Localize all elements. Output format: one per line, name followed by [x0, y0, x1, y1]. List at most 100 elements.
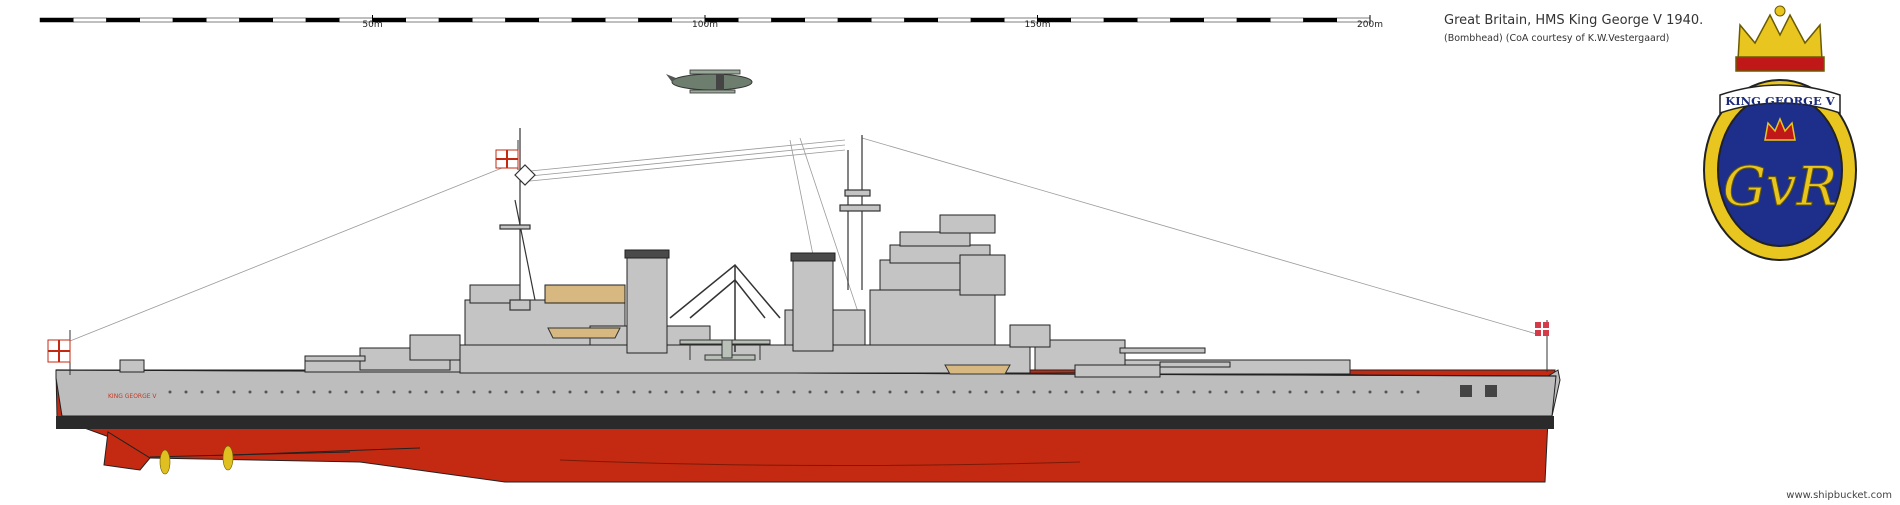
portholes [168, 390, 1420, 394]
hull-upper [55, 369, 1557, 417]
drawing-subtitle: (Bombhead) (CoA courtesy of K.W.Vesterga… [1444, 33, 1670, 44]
porthole [1112, 390, 1116, 394]
main-turrets [304, 334, 1231, 378]
porthole [1176, 390, 1180, 394]
porthole [536, 390, 540, 394]
porthole [760, 390, 764, 394]
porthole [1288, 390, 1292, 394]
porthole [776, 390, 780, 394]
boot-topping [56, 416, 1554, 429]
porthole [936, 390, 940, 394]
porthole [872, 390, 876, 394]
porthole [184, 390, 188, 394]
porthole [440, 390, 444, 394]
porthole [216, 390, 220, 394]
porthole [1304, 390, 1308, 394]
walrus-aircraft [666, 69, 753, 94]
porthole [696, 390, 700, 394]
hull-name: KING GEORGE V [108, 393, 157, 400]
porthole [792, 390, 796, 394]
porthole [808, 390, 812, 394]
porthole [744, 390, 748, 394]
porthole [1224, 390, 1228, 394]
porthole [728, 390, 732, 394]
porthole [904, 390, 908, 394]
badge-crown-icon [1764, 117, 1796, 141]
porthole [584, 390, 588, 394]
porthole [232, 390, 236, 394]
porthole [840, 390, 844, 394]
porthole [1352, 390, 1356, 394]
aircraft-crane [669, 263, 781, 352]
porthole [1080, 390, 1084, 394]
porthole [296, 390, 300, 394]
ship-badge: KING GEORGE V GvR [1703, 5, 1857, 261]
porthole [200, 390, 204, 394]
scale-bar [39, 15, 1371, 24]
porthole [312, 390, 316, 394]
porthole [1000, 390, 1004, 394]
secondary-guns [119, 324, 1051, 373]
porthole [1336, 390, 1340, 394]
porthole [1096, 390, 1100, 394]
porthole [1400, 390, 1404, 394]
porthole [1192, 390, 1196, 394]
porthole [1128, 390, 1132, 394]
porthole [968, 390, 972, 394]
porthole [488, 390, 492, 394]
porthole [392, 390, 396, 394]
porthole [1240, 390, 1244, 394]
porthole [648, 390, 652, 394]
walrus-on-catapult [679, 339, 771, 361]
porthole [552, 390, 556, 394]
porthole [568, 390, 572, 394]
porthole [856, 390, 860, 394]
porthole [376, 390, 380, 394]
porthole [1368, 390, 1372, 394]
scale-label: 150m [1024, 20, 1051, 30]
porthole [1320, 390, 1324, 394]
porthole [664, 390, 668, 394]
crown-icon [1735, 5, 1825, 72]
propeller-shafts [103, 431, 1081, 471]
porthole [504, 390, 508, 394]
porthole [1208, 390, 1212, 394]
porthole [264, 390, 268, 394]
porthole [888, 390, 892, 394]
porthole [1416, 390, 1420, 394]
ensign-flags [47, 140, 1549, 375]
porthole [520, 390, 524, 394]
porthole [600, 390, 604, 394]
propeller-icon [159, 445, 234, 475]
porthole [824, 390, 828, 394]
porthole [456, 390, 460, 394]
porthole [1272, 390, 1276, 394]
ships-boats [547, 327, 1011, 375]
porthole [360, 390, 364, 394]
porthole [920, 390, 924, 394]
porthole [280, 390, 284, 394]
scale-label: 50m [362, 20, 383, 30]
porthole [408, 390, 412, 394]
porthole [248, 390, 252, 394]
porthole [984, 390, 988, 394]
porthole [1384, 390, 1388, 394]
forward-mast [499, 128, 536, 311]
porthole [680, 390, 684, 394]
porthole [1144, 390, 1148, 394]
scale-label: 200m [1357, 20, 1383, 30]
badge-ribbon-text: KING GEORGE V [1725, 94, 1835, 108]
superstructure [459, 214, 1031, 374]
funnels [624, 249, 836, 354]
porthole [1032, 390, 1036, 394]
porthole [168, 390, 172, 394]
drawing-title: Great Britain, HMS King George V 1940. [1444, 13, 1704, 28]
porthole [424, 390, 428, 394]
porthole [472, 390, 476, 394]
porthole [616, 390, 620, 394]
porthole [344, 390, 348, 394]
rigging [59, 137, 1541, 346]
porthole [952, 390, 956, 394]
